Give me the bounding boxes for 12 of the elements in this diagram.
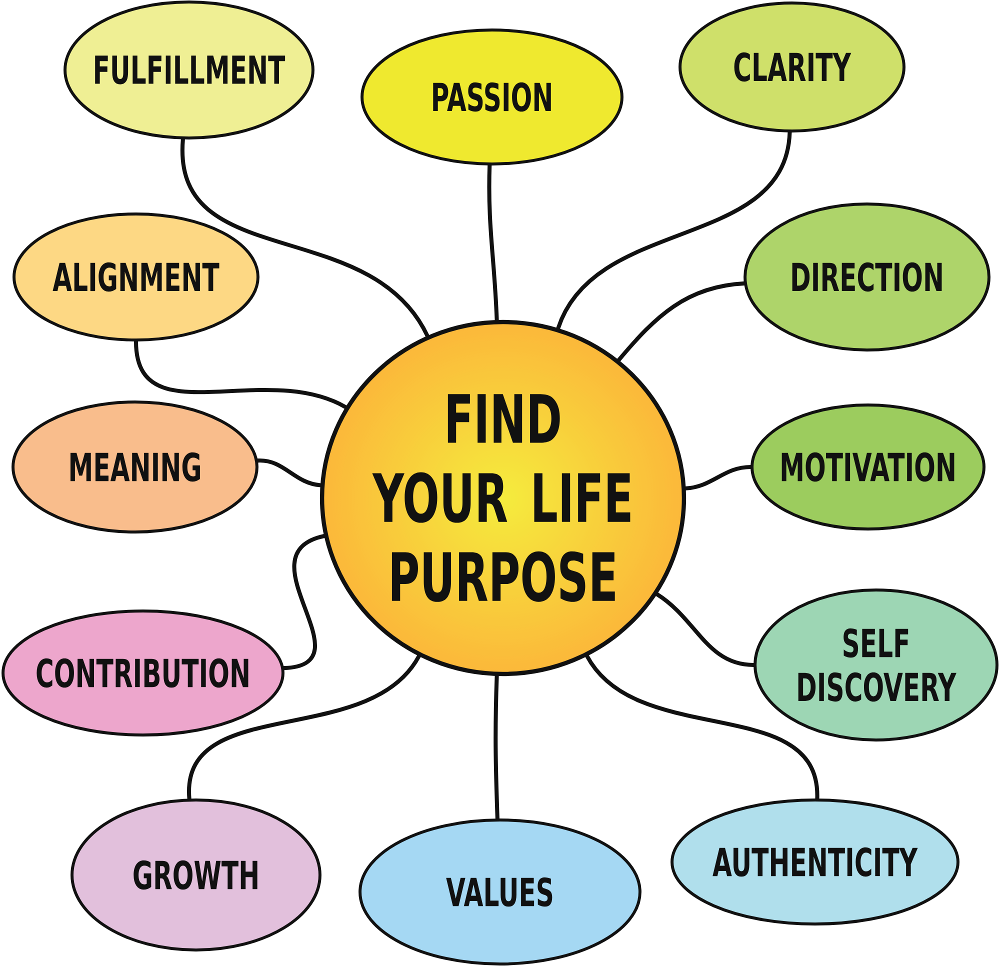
connector-line: [256, 458, 322, 488]
connector-line: [585, 654, 820, 801]
connector-line: [187, 654, 421, 801]
connector-line: [655, 592, 756, 668]
connector-line: [556, 130, 792, 330]
connector-line: [282, 534, 326, 670]
connector-line: [684, 464, 753, 490]
connector-line: [487, 163, 499, 322]
connector-line: [134, 339, 348, 410]
connector-line: [494, 674, 500, 821]
connector-line: [180, 137, 430, 338]
connector-line: [616, 281, 746, 362]
